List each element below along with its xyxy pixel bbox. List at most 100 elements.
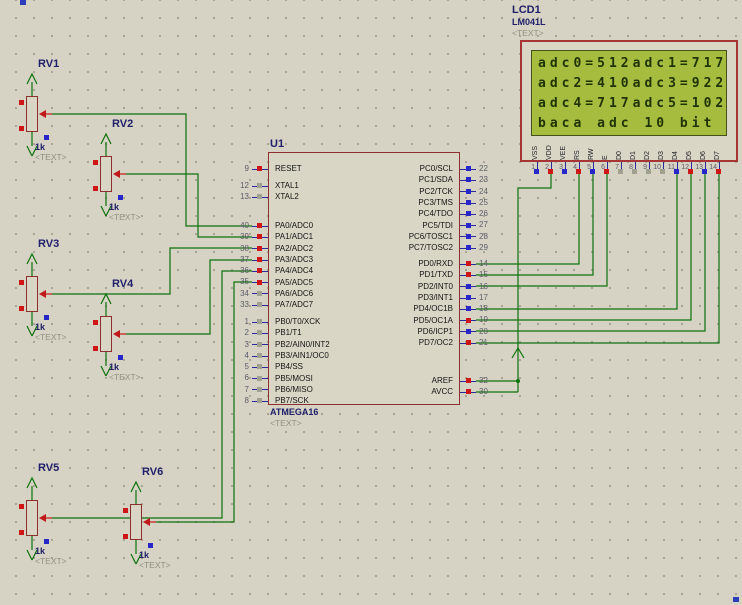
pot-ref-label[interactable]: RV2 [112,118,134,130]
chip-ref-label[interactable]: U1 [270,138,285,150]
chip-pin-row: PC2/TCK 24 [272,186,488,197]
pin-label: PD3/INT1 [417,293,453,303]
pin-number: 13 [695,164,703,171]
pin-stub [565,162,566,174]
pin-label: PA1/ADC1 [275,232,314,242]
pin-number: 14 [709,164,717,171]
chip-pin-row: 34 PA6/ADC6 [240,288,314,299]
pin-number: 6 [244,373,249,383]
pin-label: PA6/ADC6 [275,288,314,298]
pin-label: PD5/OC1A [413,315,453,325]
pot-ref-label[interactable]: RV1 [38,58,60,70]
pot-text-placeholder: <TEXT> [109,372,141,382]
chip-body[interactable] [268,152,460,405]
pin-label: PA2/ADC2 [275,243,314,253]
pin-label: D2 [644,151,651,160]
pin-label: PA3/ADC3 [275,255,314,265]
pin-label: D0 [616,151,623,160]
pin-number: 39 [240,232,249,242]
pot-rv1[interactable]: RV1 1k <TEXT> [18,58,78,170]
pin-state-square [466,340,471,346]
power-ground-terminals-icon [26,72,38,157]
pot-body[interactable] [26,500,38,536]
pin-number: 2 [545,164,549,171]
wire-lcd-d4-pd4 [476,174,678,310]
pin-number: 7 [244,384,249,394]
pin-label: PB1/T1 [275,328,302,338]
pot-body[interactable] [100,156,112,192]
power-ground-terminals-icon [100,132,112,217]
pin-number: 33 [240,300,249,310]
pin-number: 4 [573,164,577,171]
pin-number: 4 [244,350,249,360]
pin-state-square [44,135,49,140]
pin-state-square [257,353,262,359]
pin-state-square [123,534,128,539]
pin-number: 21 [479,338,488,348]
pot-rv6[interactable]: RV6 1k <TEXT> [122,466,182,578]
pin-state-square [257,257,262,263]
pin-stub [635,162,636,174]
pot-body[interactable] [26,276,38,312]
pin-state-square [257,398,262,404]
pin-label: PC2/TCK [419,186,453,196]
lcd-ref-label[interactable]: LCD1 [512,4,541,16]
chip-pin-row: 39 PA1/ADC1 [240,231,314,242]
pin-stub [677,162,678,174]
pin-number: 34 [240,288,249,298]
pot-ref-label[interactable]: RV3 [38,238,60,250]
pot-rv5[interactable]: RV5 1k <TEXT> [18,462,78,574]
pin-state-square [19,306,24,311]
pot-symbol [26,72,52,157]
pin-label: VEE [560,145,567,160]
pot-rv3[interactable]: RV3 1k <TEXT> [18,238,78,350]
pot-ref-label[interactable]: RV4 [112,278,134,290]
pot-ref-label[interactable]: RV5 [38,462,60,474]
pin-label: PD2/INT0 [417,281,453,291]
pin-number: 24 [479,186,488,196]
pot-rv2[interactable]: RV2 1k <TEXT> [92,118,152,230]
lcd-screen-line: adc4=717adc5=102 [538,96,727,111]
pot-rv4[interactable]: RV4 1k <TEXT> [92,278,152,390]
pin-state-square [466,222,471,228]
pin-label: VSS [532,145,539,160]
pin-number: 19 [479,315,488,325]
pin-number: 16 [479,281,488,291]
pin-state-square [19,280,24,285]
pin-state-square [257,364,262,370]
pot-symbol [100,292,126,377]
pin-number: 9 [244,164,249,173]
power-terminal-icon [511,347,525,359]
wire-lcd-d6-pd6 [476,174,706,332]
pin-label: D3 [658,151,665,160]
pin-state-square [93,160,98,165]
pin-state-square [123,508,128,513]
pin-number: 20 [479,326,488,336]
pin-stub [663,162,664,174]
pin-label: PA0/ADC0 [275,221,314,231]
pot-value-label: 1k [35,546,46,556]
pot-value-label: 1k [109,362,120,372]
pot-ref-label[interactable]: RV6 [142,466,164,478]
pin-state-square [19,126,24,131]
pin-state-square [257,319,262,325]
pin-state-square [257,290,262,296]
pot-body[interactable] [26,96,38,132]
pin-state-square [466,261,471,267]
pot-body[interactable] [130,504,142,540]
pin-label: E [602,155,609,160]
pin-state-square [674,169,679,174]
pin-state-square [118,355,123,360]
pot-body[interactable] [100,316,112,352]
pot-value-label: 1k [139,550,150,560]
